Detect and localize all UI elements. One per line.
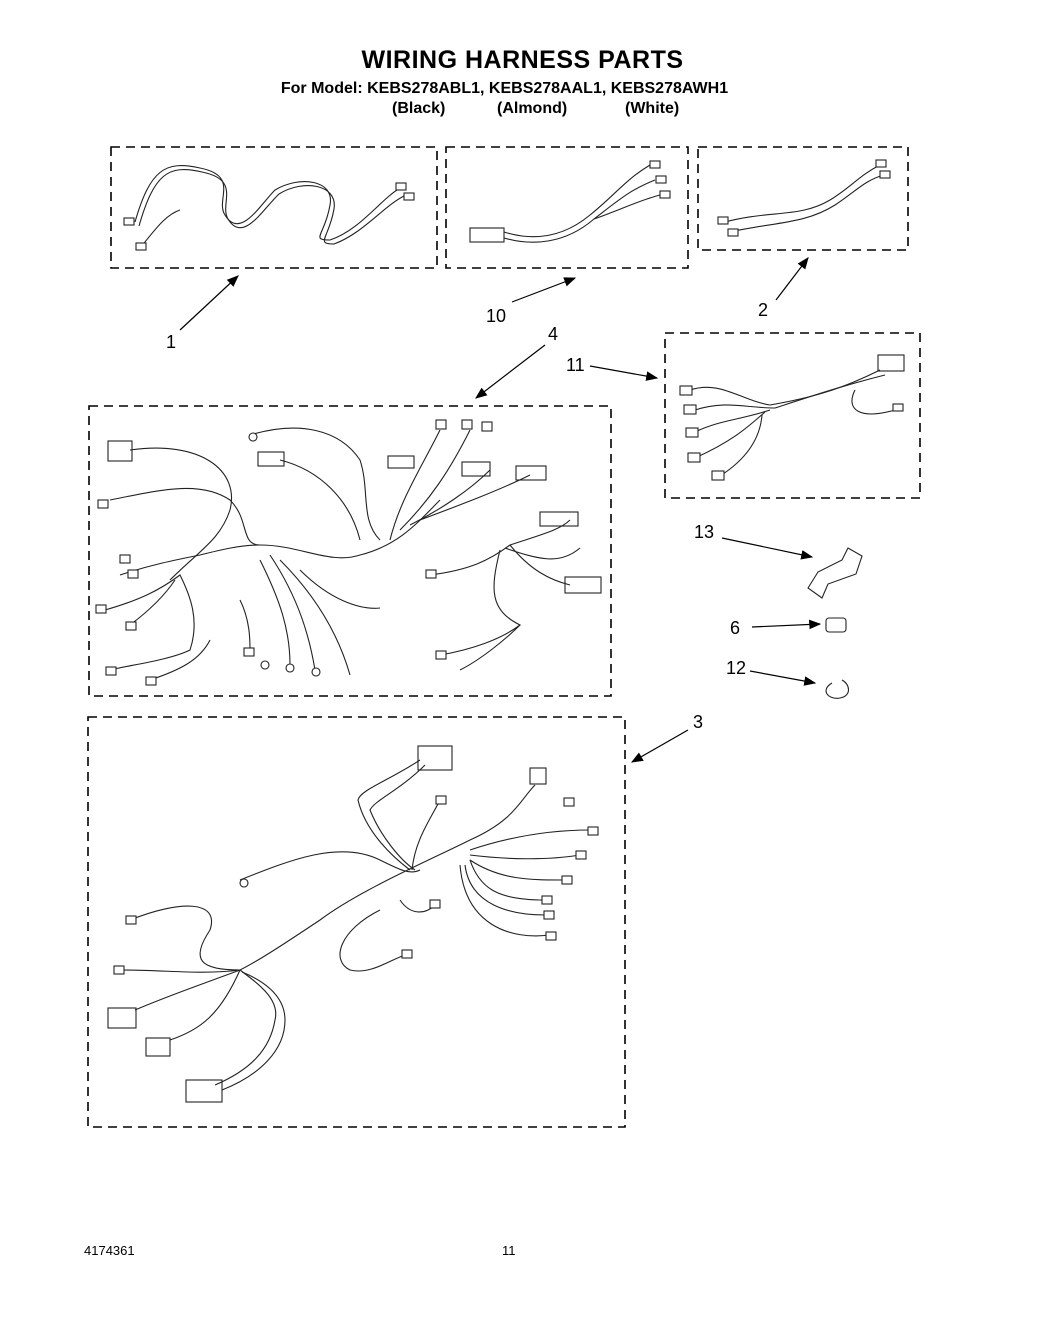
harness-part-4 <box>88 405 612 697</box>
callout-4: 4 <box>548 324 559 344</box>
callout-10: 10 <box>486 306 507 326</box>
variant-black: (Black) <box>392 100 446 117</box>
callout-2: 2 <box>758 300 769 320</box>
callout-12: 12 <box>726 658 747 678</box>
harness-part-2 <box>697 146 909 251</box>
model-list: For Model: KEBS278ABL1, KEBS278AAL1, KEB… <box>280 80 729 97</box>
callout-11: 11 <box>566 355 585 375</box>
callout-3: 3 <box>693 712 704 732</box>
harness-part-3 <box>87 716 626 1128</box>
variant-white: (White) <box>625 100 680 117</box>
harness-part-12-tie <box>825 679 850 699</box>
harness-part-11 <box>664 332 921 499</box>
harness-part-13-clamp <box>807 547 863 599</box>
harness-part-1 <box>110 146 438 269</box>
callout-6: 6 <box>730 618 741 638</box>
callout-13: 13 <box>694 522 715 542</box>
harness-part-6-clip <box>825 617 847 633</box>
page-number: 11 <box>502 1243 516 1258</box>
harness-part-10 <box>445 146 689 269</box>
callout-1: 1 <box>166 332 177 352</box>
variant-almond: (Almond) <box>497 100 568 117</box>
document-number: 4174361 <box>84 1243 135 1258</box>
page-title: WIRING HARNESS PARTS <box>361 46 684 74</box>
